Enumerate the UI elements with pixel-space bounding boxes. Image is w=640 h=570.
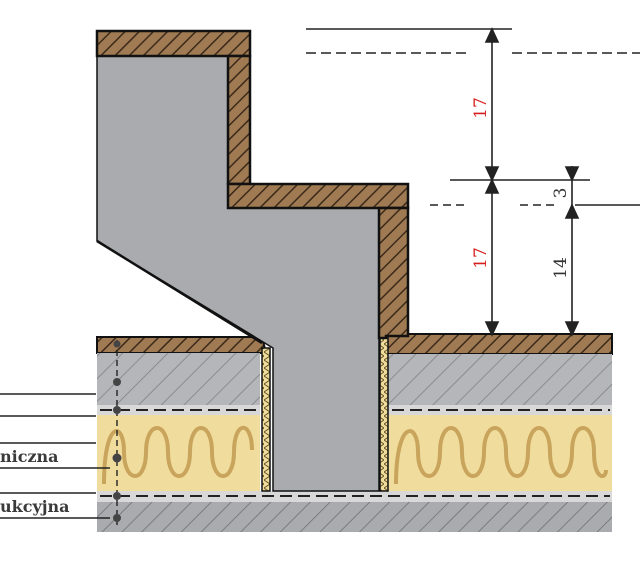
dim-arrow-offset-top xyxy=(564,166,580,182)
callout-dot xyxy=(113,492,121,500)
dim-arrow-structural-bottom xyxy=(564,321,580,337)
dim-label-structural-riser: 14 xyxy=(551,257,571,279)
reference-lines xyxy=(306,28,640,206)
dim-arrow-offset-bottom xyxy=(564,203,580,219)
callout-dot xyxy=(113,378,121,386)
insulation-wave-right xyxy=(394,426,608,485)
dimension-lines xyxy=(484,27,580,337)
dim-arrow-lower-top xyxy=(484,178,500,194)
lower-riser-finish xyxy=(377,206,410,340)
edge-strip-right xyxy=(379,337,389,492)
layer-callouts xyxy=(0,340,118,525)
middle-tread-finish xyxy=(226,182,410,210)
dim-label-upper-riser: 17 xyxy=(471,97,491,119)
dim-label-lower-riser: 17 xyxy=(471,247,491,269)
insulation-layer-right xyxy=(388,415,612,491)
dim-arrow-upper-bottom xyxy=(484,166,500,182)
callout-dot xyxy=(113,514,121,522)
callout-dots xyxy=(112,340,122,522)
screed-layer-left xyxy=(97,353,260,405)
structural-slab xyxy=(97,502,612,532)
insulation-wave-left xyxy=(102,425,254,485)
dim-label-finish-offset: 3 xyxy=(551,188,571,199)
stair-finish xyxy=(95,29,410,340)
callout-dot xyxy=(113,406,121,414)
floor-finish-left xyxy=(96,336,268,354)
edge-strip-left xyxy=(261,347,271,492)
screed-layer-right xyxy=(388,354,612,405)
floor-finish-right xyxy=(385,333,613,355)
dim-arrow-lower-bottom xyxy=(484,321,500,337)
callout-dot xyxy=(113,340,121,348)
layer-label-structural: ukcyjna xyxy=(0,497,70,516)
upper-riser-finish xyxy=(226,54,252,186)
dim-arrow-upper-top xyxy=(484,27,500,43)
upper-tread-finish xyxy=(95,29,252,58)
callout-dot xyxy=(112,453,122,463)
layer-label-insulation: niczna xyxy=(0,447,59,466)
stair-soffit-line xyxy=(96,239,263,345)
